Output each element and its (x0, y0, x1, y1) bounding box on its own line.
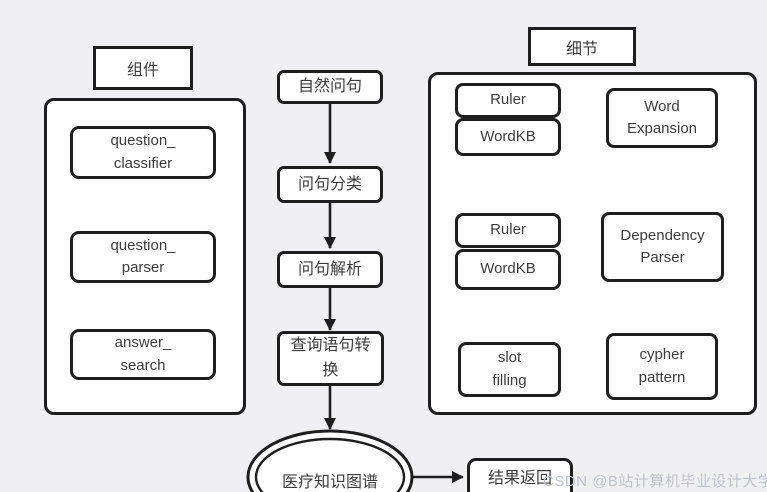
flow-step-natural-question: 自然问句 (277, 70, 383, 104)
knowledge-graph-label: 医疗知识图谱 (281, 474, 378, 491)
detail-box-ruler-2: Ruler (455, 213, 561, 248)
detail-box-dependency-parser: Dependency Parser (601, 212, 724, 282)
component-box-question-parser: question_ parser (70, 231, 216, 283)
flow-step-question-classify: 问句分类 (277, 166, 383, 203)
csdn-watermark: CSDN @B站计算机毕业设计大学 (543, 473, 767, 490)
detail-box-word-expansion: Word Expansion (606, 88, 718, 148)
components-panel-title: 组件 (93, 46, 193, 90)
flow-step-question-parse: 问句解析 (277, 251, 383, 288)
flow-step-result-return: 结果返回 (467, 458, 573, 492)
detail-box-wordkb-1: WordKB (455, 118, 561, 156)
detail-box-ruler-1: Ruler (455, 83, 561, 118)
component-box-question-classifier: question_ classifier (70, 126, 216, 179)
detail-box-slot-filling: slot filling (458, 342, 561, 397)
details-panel-title: 细节 (528, 27, 636, 66)
detail-box-cypher-pattern: cypher pattern (606, 333, 718, 400)
flow-step-query-convert: 查询语句转 换 (277, 331, 384, 386)
detail-box-wordkb-2: WordKB (455, 249, 561, 290)
component-box-answer-search: answer_ search (70, 329, 216, 380)
